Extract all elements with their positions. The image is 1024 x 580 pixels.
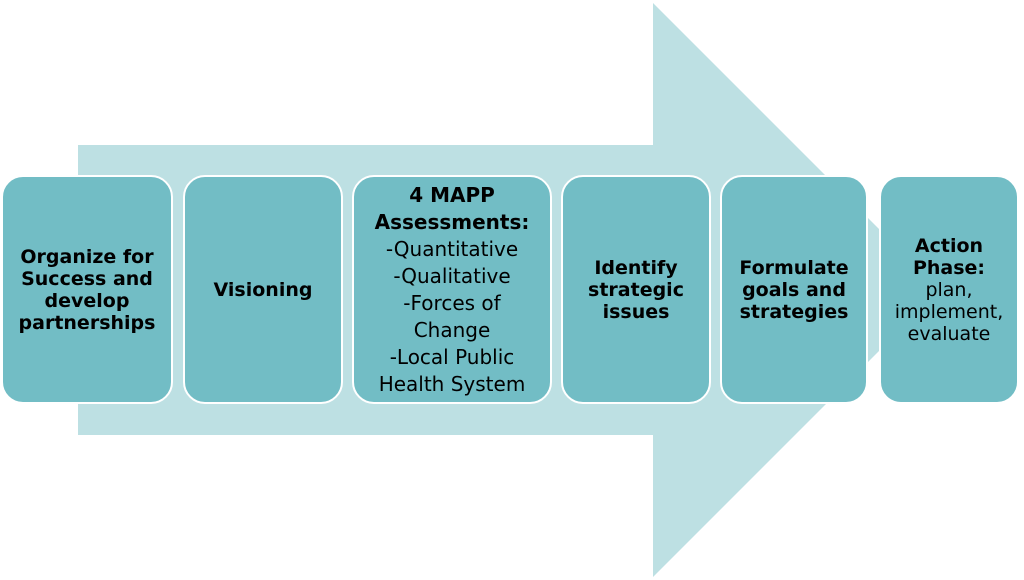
step-assessments-title: 4 MAPP Assessments:	[374, 182, 530, 234]
step-action-phase-title: Action Phase:	[912, 234, 986, 279]
step-organize-label: Organize for Success and develop partner…	[18, 245, 156, 334]
assessment-local-public-health-system: -Local Public Health System	[378, 344, 526, 396]
step-formulate-goals: Formulate goals and strategies	[720, 175, 868, 404]
assessment-forces-of-change: -Forces of Change	[403, 290, 501, 342]
step-action-phase-detail: plan, implement, evaluate	[894, 278, 1004, 345]
step-visioning-label: Visioning	[213, 278, 313, 301]
step-assessments: 4 MAPP Assessments: -Quantitative -Quali…	[352, 175, 552, 404]
assessment-quantitative: -Quantitative	[385, 236, 519, 261]
step-organize: Organize for Success and develop partner…	[1, 175, 173, 404]
step-identify-issues: Identify strategic issues	[561, 175, 711, 404]
step-formulate-goals-label: Formulate goals and strategies	[739, 256, 849, 323]
assessment-qualitative: -Qualitative	[393, 263, 511, 288]
step-action-phase: Action Phase: plan, implement, evaluate	[879, 175, 1019, 404]
step-visioning: Visioning	[183, 175, 343, 404]
step-identify-issues-label: Identify strategic issues	[588, 256, 684, 323]
